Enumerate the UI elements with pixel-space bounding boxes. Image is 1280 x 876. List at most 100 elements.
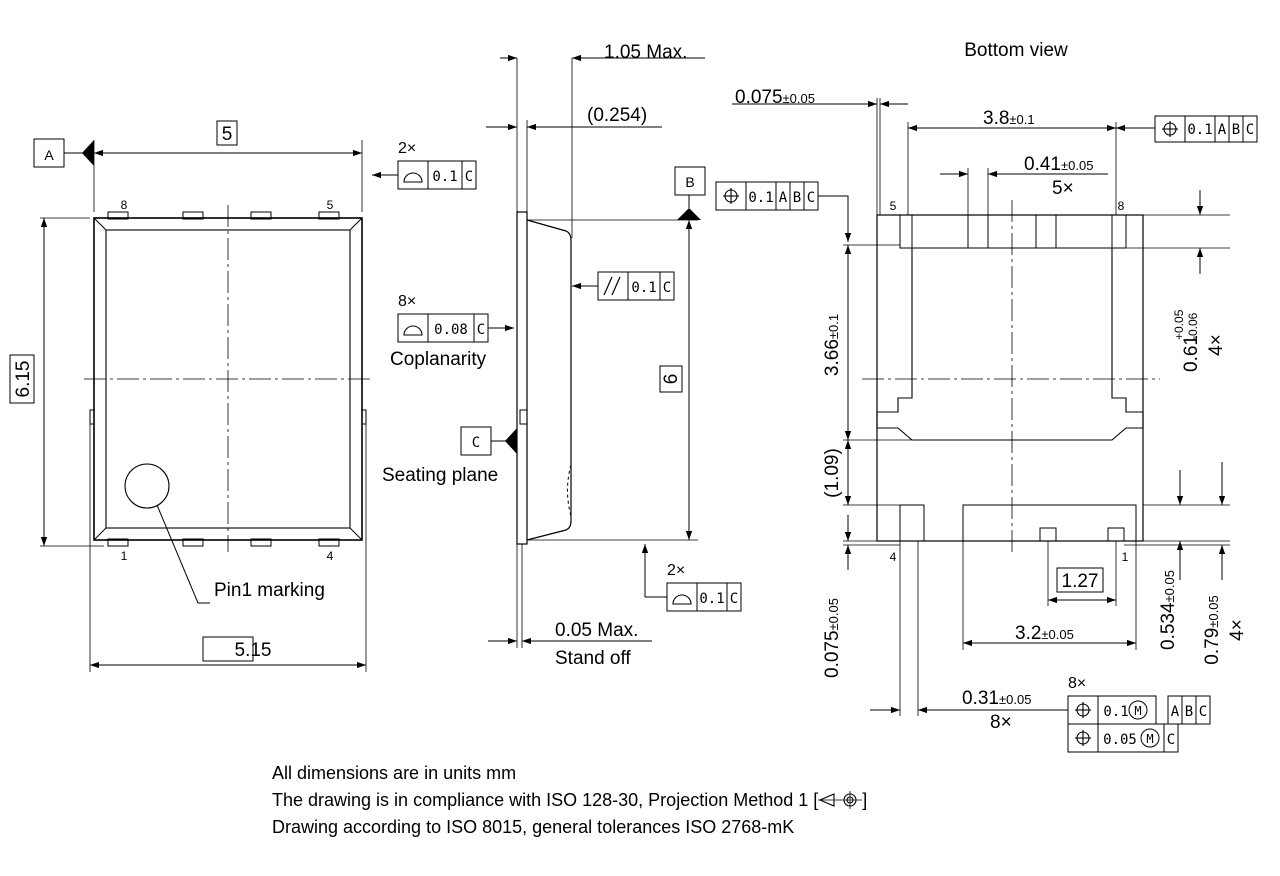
bv-pin-bottom-left: 4	[890, 550, 897, 564]
dim-0254: (0.254)	[587, 105, 647, 126]
standoff-label: Stand off	[555, 648, 631, 669]
dim-075-bottom: 0.075	[822, 630, 843, 678]
dim-061: 0.61	[1181, 335, 1202, 372]
pin-number-top-left: 8	[121, 198, 128, 212]
dim-061-tol-down: -0.06	[1186, 312, 1200, 340]
bv-pin-top-right: 8	[1118, 199, 1125, 213]
datum-c-label: C	[472, 435, 480, 451]
coplanarity-label: Coplanarity	[390, 349, 487, 370]
pos-row2-datum-c: C	[1167, 732, 1175, 748]
dim-127: 1.27	[1062, 571, 1099, 592]
side-view	[397, 54, 852, 648]
pos-row1-datum-b: B	[1185, 704, 1193, 720]
dim-38-tol: ±0.1	[1009, 112, 1034, 127]
pos-count: 8×	[1068, 675, 1086, 692]
dim-061-count: 4×	[1206, 334, 1227, 356]
dim-0534-tol: ±0.05	[1162, 570, 1177, 602]
dim-32: 3.2	[1015, 623, 1041, 644]
dim-031: 0.31	[962, 688, 999, 709]
position-datum-b: B	[793, 190, 801, 206]
pos-row1-mmc: M	[1134, 704, 1141, 718]
note-tolerances: Drawing according to ISO 8015, general t…	[272, 817, 795, 837]
position-datum-a: A	[779, 190, 788, 206]
front-view	[9, 120, 477, 672]
note-projection-text: The drawing is in compliance with ISO 12…	[272, 790, 819, 810]
datum-b-label: B	[685, 174, 694, 190]
datum-a-triangle	[82, 140, 94, 166]
dim-079-count: 4×	[1227, 619, 1248, 641]
bv-pin-bottom-right: 1	[1122, 550, 1129, 564]
parallel-value: 0.1	[631, 280, 656, 296]
projection-method-icon	[818, 791, 863, 809]
flatness-bottom-value: 0.1	[699, 591, 724, 607]
dim-031-count: 8×	[990, 712, 1012, 733]
dim-38-group: 3.8±0.1	[983, 108, 1035, 129]
side-body-mold	[526, 219, 572, 541]
coplan-count: 8×	[398, 293, 416, 310]
dim-031-group: 0.31±0.05	[962, 688, 1031, 709]
bv-fcf-datum-a: A	[1218, 122, 1227, 138]
dim-079-group: 0.79±0.05	[1202, 595, 1223, 664]
position-datum-c: C	[807, 190, 815, 206]
bv-fcf-datum-c: C	[1246, 122, 1254, 138]
front-view-text: A 5 8 5 1 4 Pin1 marking 5.15 6.15 2× 0.…	[13, 124, 473, 661]
coplan-value: 0.08	[434, 322, 468, 338]
dim-32-tol: ±0.05	[1041, 627, 1073, 642]
flatness-value: 0.1	[432, 169, 457, 185]
pin-number-bottom-right: 4	[327, 549, 334, 563]
datum-a-label: A	[44, 147, 54, 163]
bottom-body-outline	[876, 214, 1144, 542]
bottom-view	[732, 98, 1258, 753]
position-value: 0.1	[748, 190, 773, 206]
bv-pin-top-left: 5	[890, 199, 897, 213]
pos-row2-value: 0.05	[1103, 732, 1137, 748]
dim-366-group: 3.66±0.1	[822, 314, 843, 376]
dim-079: 0.79	[1202, 628, 1223, 665]
pos-row1-value: 0.1	[1103, 704, 1128, 720]
bv-fcf-value: 0.1	[1187, 122, 1212, 138]
pin1-marking-circle	[124, 463, 170, 509]
note-projection-end: ]	[862, 790, 868, 810]
dim-0534-group: 0.534±0.05	[1158, 570, 1179, 650]
pos-row2-mmc: M	[1146, 732, 1153, 746]
dim-075-bottom-tol: ±0.05	[826, 598, 841, 630]
coplan-datum: C	[477, 322, 485, 338]
dim-075-top: 0.075	[735, 87, 783, 108]
dim-366: 3.66	[822, 339, 843, 376]
pin1-label: Pin1 marking	[214, 580, 325, 601]
bottom-view-title: Bottom view	[964, 40, 1068, 61]
flatness-count: 2×	[398, 140, 416, 157]
datum-c-triangle	[505, 428, 517, 454]
dim-075-bottom-group: 0.075±0.05	[822, 598, 843, 678]
dim-366-tol: ±0.1	[826, 314, 841, 339]
seating-plane-label: Seating plane	[382, 465, 498, 486]
flatness-datum: C	[465, 169, 473, 185]
dim-max-height: 1.05 Max.	[604, 42, 687, 63]
pin-number-bottom-left: 1	[121, 549, 128, 563]
note-projection: The drawing is in compliance with ISO 12…	[272, 789, 867, 811]
dim-041-group: 0.41±0.05	[1024, 154, 1093, 175]
parallel-datum: C	[663, 280, 671, 296]
dim-width-value: 5	[222, 124, 233, 145]
dim-38: 3.8	[983, 108, 1009, 129]
flatness-bottom-datum: C	[730, 591, 738, 607]
dim-061-tol-up: +0.05	[1172, 309, 1186, 340]
standoff-value: 0.05 Max.	[555, 620, 638, 641]
bv-fcf-datum-b: B	[1232, 122, 1240, 138]
dim-031-tol: ±0.05	[999, 692, 1031, 707]
dim-length-value: 6	[661, 374, 682, 385]
dim-32-group: 3.2±0.05	[1015, 623, 1074, 644]
dim-041-tol: ±0.05	[1061, 158, 1093, 173]
dim-075-top-group: 0.075±0.05	[735, 87, 815, 108]
bottom-exposed-pad	[876, 247, 1144, 441]
dim-0534: 0.534	[1158, 602, 1179, 650]
dim-height-value: 6.15	[13, 361, 34, 398]
note-dimensions: All dimensions are in units mm	[272, 763, 517, 783]
side-body-base	[516, 211, 528, 545]
datum-b-triangle	[677, 208, 701, 220]
pos-row1-datum-c: C	[1199, 704, 1207, 720]
dim-041-count: 5×	[1052, 178, 1074, 199]
side-view-text: 1.05 Max. (0.254) B 0.1 C 8× 0.08 C Copl…	[382, 42, 815, 669]
bottom-view-text: Bottom view 0.075±0.05 3.8±0.1 0.1 A B C…	[735, 40, 1254, 748]
